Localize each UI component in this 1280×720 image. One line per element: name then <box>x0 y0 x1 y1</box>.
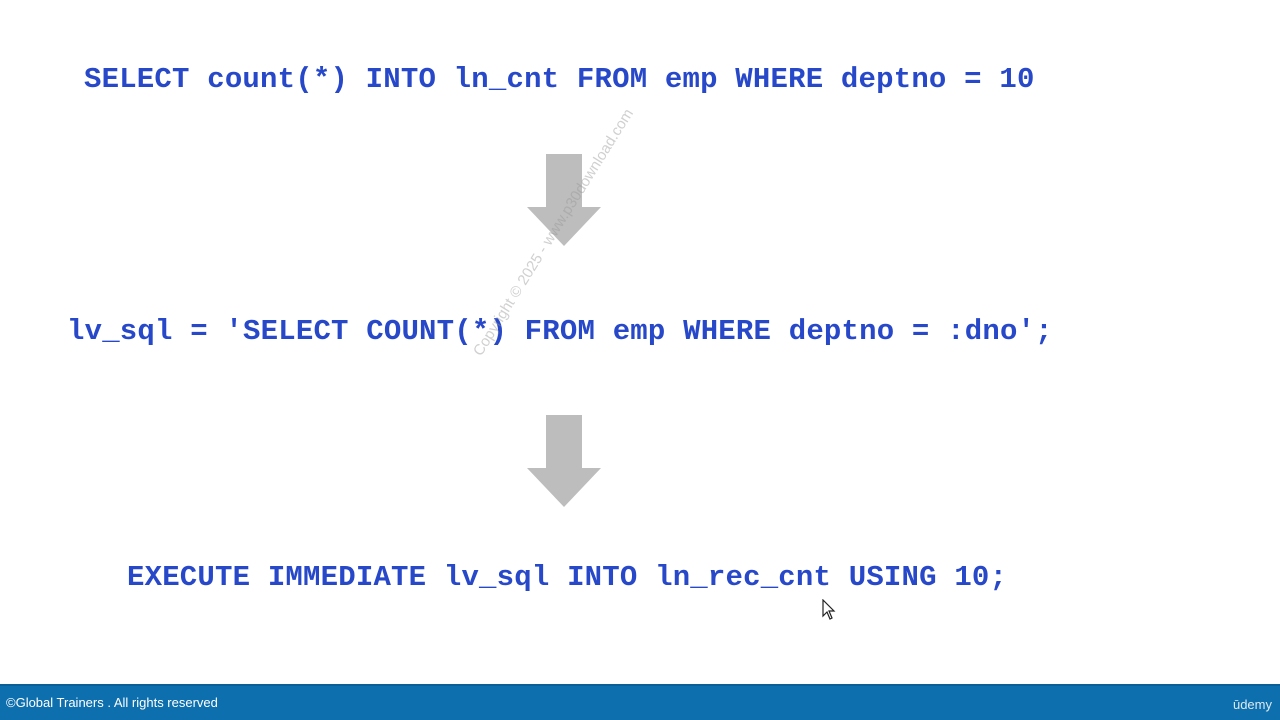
footer-copyright: ©Global Trainers . All rights reserved <box>6 695 218 710</box>
code-line-execute-immediate: EXECUTE IMMEDIATE lv_sql INTO ln_rec_cnt… <box>127 561 1008 594</box>
mouse-pointer-icon <box>822 599 836 620</box>
code-line-static-select: SELECT count(*) INTO ln_cnt FROM emp WHE… <box>84 63 1035 96</box>
down-arrow-icon <box>527 415 601 507</box>
slide-canvas: SELECT count(*) INTO ln_cnt FROM emp WHE… <box>67 63 1053 620</box>
code-line-dynamic-sql: lv_sql = 'SELECT COUNT(*) FROM emp WHERE… <box>67 315 1053 348</box>
udemy-logo: ūdemy <box>1232 697 1272 712</box>
footer-bar: ©Global Trainers . All rights reserved ū… <box>0 684 1280 720</box>
down-arrow-icon <box>527 154 601 246</box>
